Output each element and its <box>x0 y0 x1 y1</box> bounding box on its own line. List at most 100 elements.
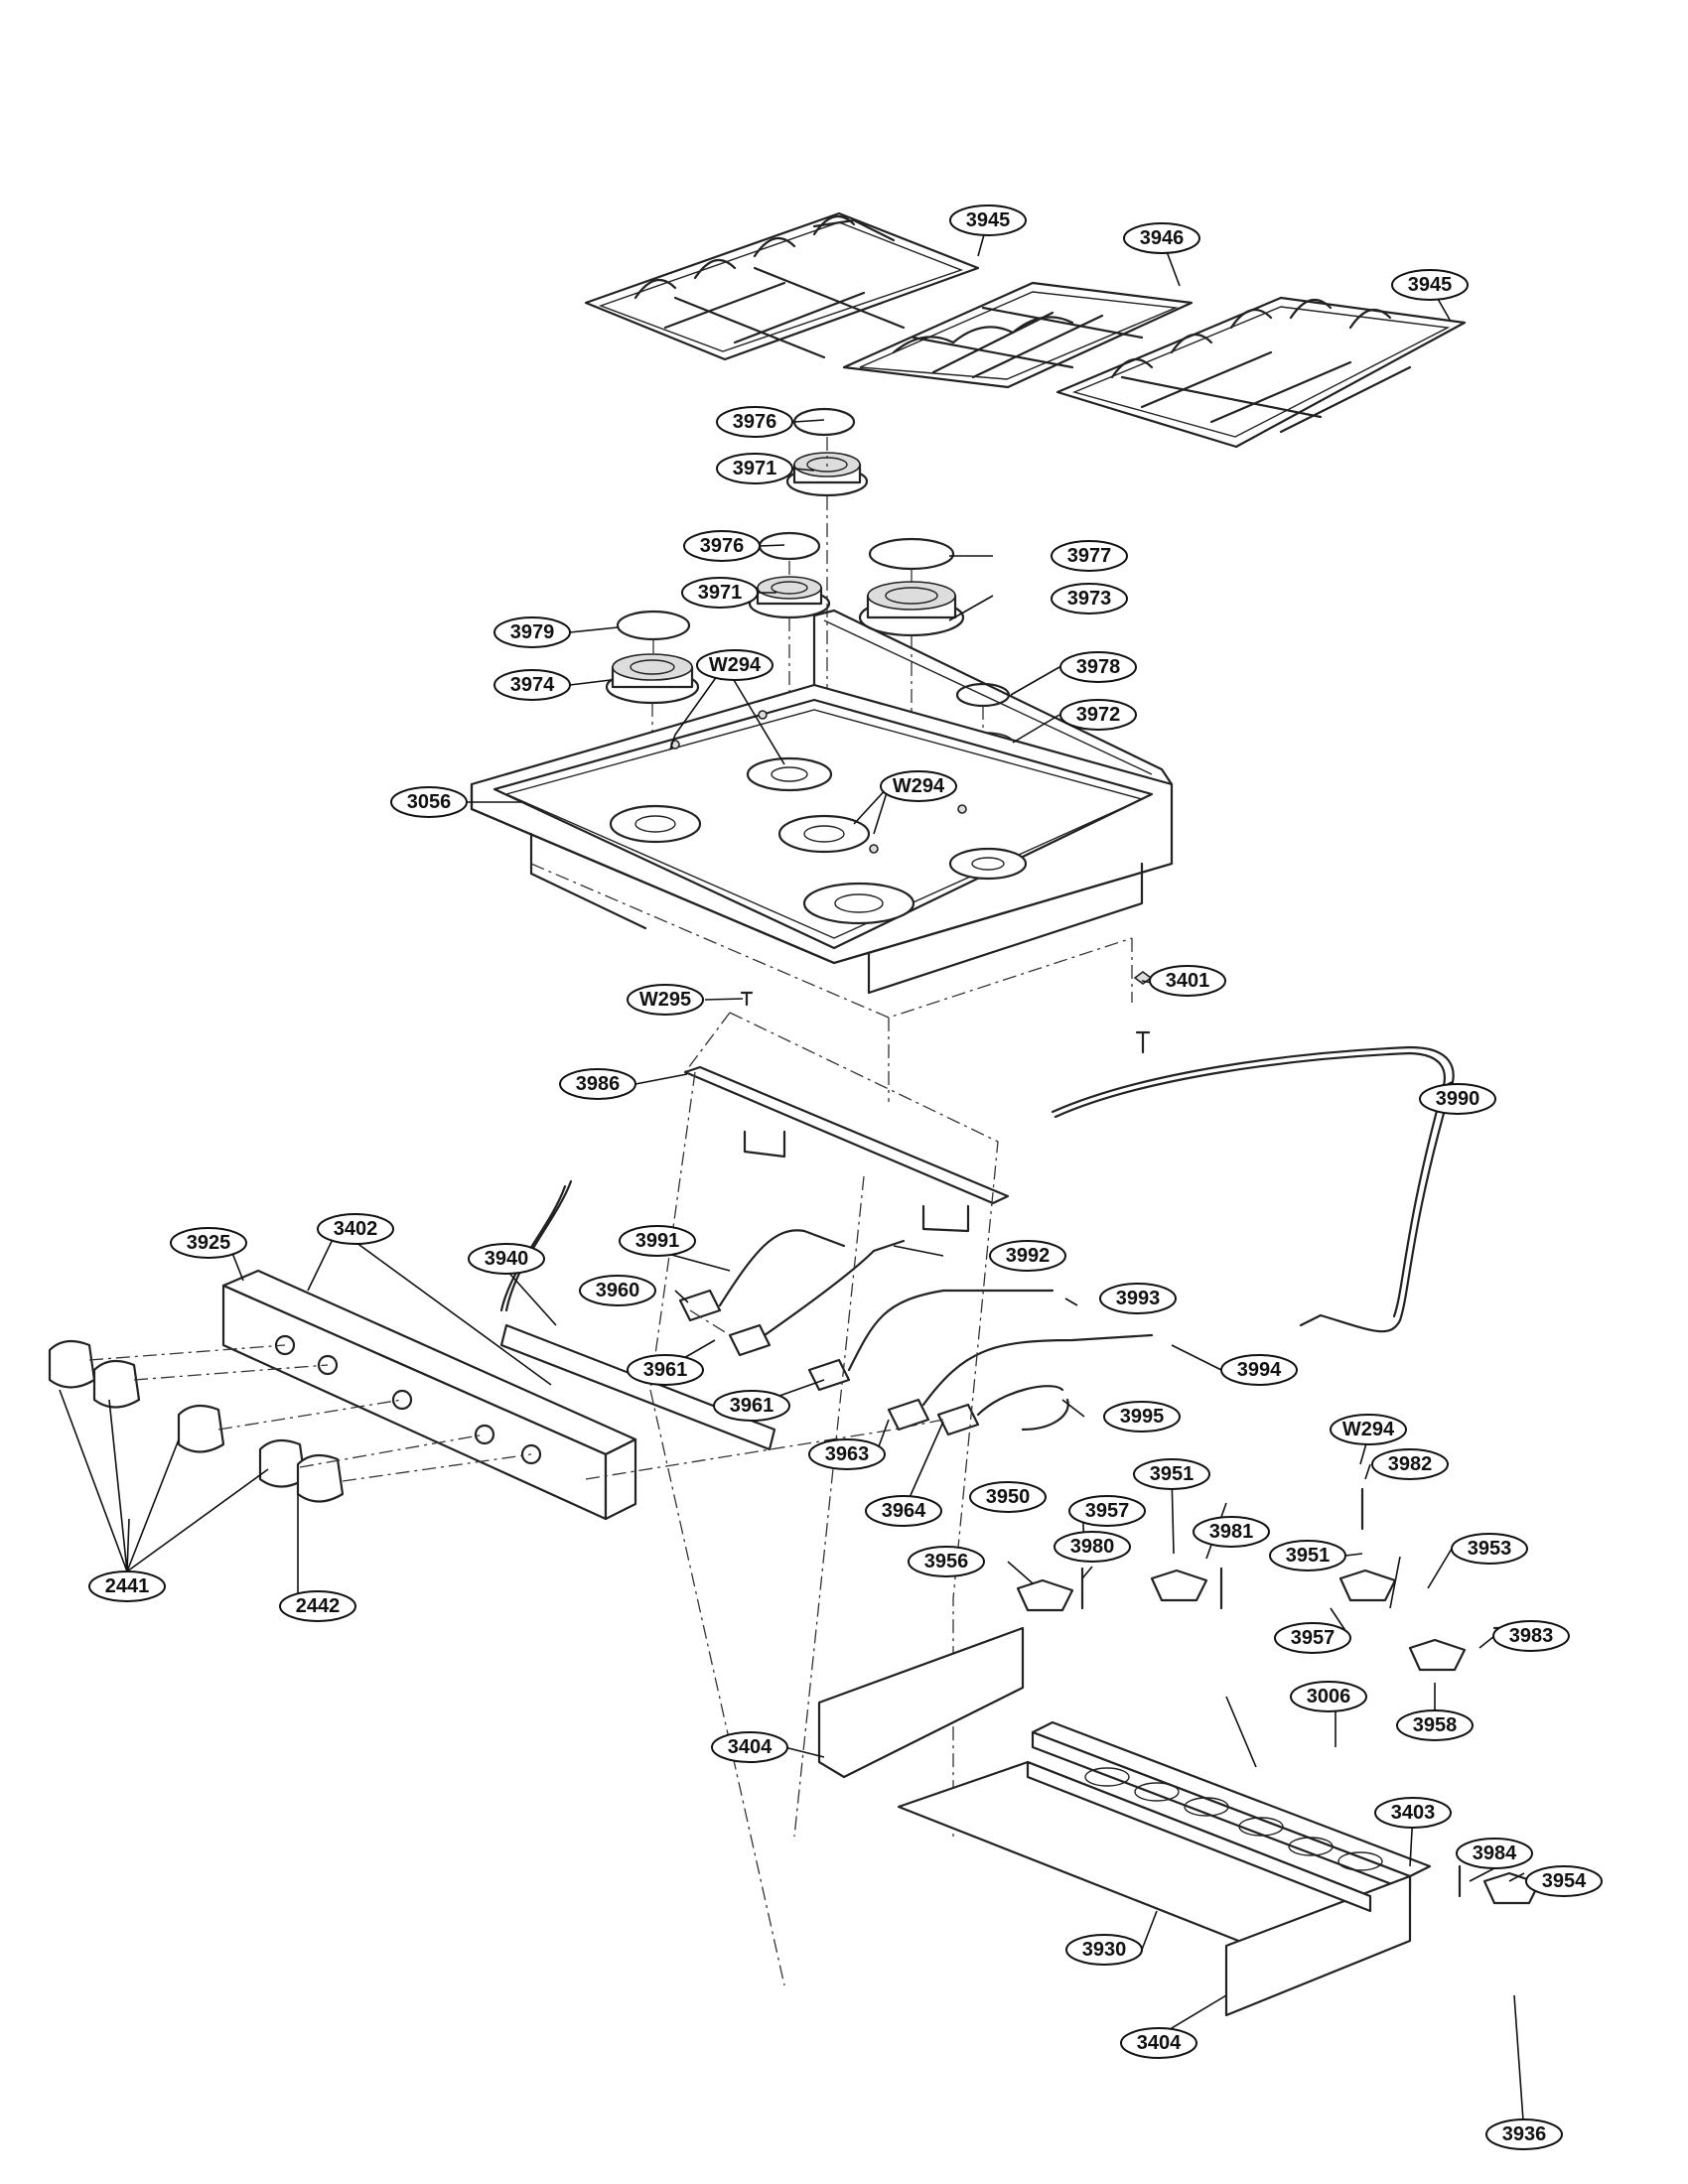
svg-text:3972: 3972 <box>1076 704 1121 726</box>
svg-text:3993: 3993 <box>1116 1288 1161 1309</box>
callout-w295: W295 <box>627 984 704 1016</box>
svg-text:3404: 3404 <box>1137 2032 1182 2054</box>
callout-3972: 3972 <box>1059 699 1137 731</box>
callout-3961-left: 3961 <box>627 1354 704 1386</box>
callout-3961-right: 3961 <box>713 1390 790 1422</box>
svg-text:3979: 3979 <box>510 621 555 643</box>
callout-3971-top: 3971 <box>716 453 793 484</box>
cooktop-main-top <box>470 609 1174 995</box>
burner-box-3403 <box>1031 1720 1432 1893</box>
svg-text:3401: 3401 <box>1166 970 1210 992</box>
svg-text:3990: 3990 <box>1436 1088 1480 1110</box>
callout-3006: 3006 <box>1290 1681 1367 1712</box>
svg-text:3402: 3402 <box>334 1218 378 1240</box>
grate-left <box>584 211 980 361</box>
svg-text:3957: 3957 <box>1085 1500 1130 1522</box>
callout-3974: 3974 <box>493 669 571 701</box>
svg-text:3940: 3940 <box>485 1248 529 1270</box>
callout-3951-upper: 3951 <box>1133 1458 1210 1490</box>
callout-2442: 2442 <box>279 1590 356 1622</box>
callout-3954: 3954 <box>1525 1865 1603 1897</box>
grate-right <box>1055 296 1467 449</box>
svg-text:3971: 3971 <box>733 458 777 479</box>
fastener-3401 <box>1133 971 1153 1054</box>
svg-text:3981: 3981 <box>1209 1521 1254 1543</box>
svg-text:3056: 3056 <box>407 791 452 813</box>
manifold-dashed-outline <box>649 1012 999 1986</box>
svg-text:3976: 3976 <box>700 535 745 557</box>
svg-text:3984: 3984 <box>1473 1843 1517 1864</box>
svg-text:3404: 3404 <box>728 1736 773 1758</box>
manifold-pipe-3940 <box>499 1179 776 1451</box>
svg-text:3971: 3971 <box>698 582 743 604</box>
knob-alignment-lines <box>88 1309 944 1482</box>
callout-3986: 3986 <box>559 1068 636 1100</box>
svg-text:3950: 3950 <box>986 1486 1031 1508</box>
svg-text:3980: 3980 <box>1070 1536 1115 1558</box>
svg-text:3930: 3930 <box>1082 1939 1127 1961</box>
callout-3977: 3977 <box>1051 540 1128 572</box>
callout-3957-upper: 3957 <box>1068 1495 1146 1527</box>
callout-3930: 3930 <box>1065 1934 1143 1966</box>
control-knobs <box>48 1339 345 1503</box>
svg-text:3982: 3982 <box>1388 1453 1433 1475</box>
svg-text:3951: 3951 <box>1150 1463 1195 1485</box>
bottom-panels <box>817 1626 1412 2017</box>
callout-3958: 3958 <box>1396 1709 1474 1741</box>
callout-3404-upper: 3404 <box>711 1731 788 1763</box>
svg-text:3954: 3954 <box>1542 1870 1587 1892</box>
grate-center <box>842 281 1194 389</box>
spark-module-parts <box>1016 1487 1541 1905</box>
svg-text:3961: 3961 <box>730 1395 774 1417</box>
callout-3994: 3994 <box>1220 1354 1298 1386</box>
callout-3984: 3984 <box>1456 1838 1533 1869</box>
callout-3963: 3963 <box>808 1438 886 1470</box>
burner-cap-3979 <box>616 610 691 641</box>
callout-3980: 3980 <box>1054 1531 1131 1563</box>
callout-3953: 3953 <box>1451 1533 1528 1565</box>
svg-text:3983: 3983 <box>1509 1625 1554 1647</box>
svg-text:3974: 3974 <box>510 674 555 696</box>
burner-3971-mid <box>748 576 831 619</box>
callout-3946: 3946 <box>1123 222 1200 254</box>
callout-3983: 3983 <box>1492 1620 1570 1652</box>
callout-3964: 3964 <box>865 1495 942 1527</box>
callout-3992: 3992 <box>989 1240 1066 1272</box>
svg-text:W295: W295 <box>639 989 691 1011</box>
callout-w294-lower: W294 <box>1330 1414 1407 1445</box>
callout-3971-mid: 3971 <box>681 577 759 609</box>
callout-3993: 3993 <box>1099 1283 1177 1314</box>
svg-text:3951: 3951 <box>1286 1545 1331 1567</box>
svg-text:W294: W294 <box>709 654 762 676</box>
callout-3979: 3979 <box>493 616 571 648</box>
callout-3982: 3982 <box>1371 1448 1449 1480</box>
svg-text:3976: 3976 <box>733 411 777 433</box>
callout-3936: 3936 <box>1485 2118 1563 2150</box>
callout-3976-top: 3976 <box>716 406 793 438</box>
svg-text:3991: 3991 <box>635 1230 680 1252</box>
svg-text:3403: 3403 <box>1391 1802 1436 1824</box>
svg-text:3936: 3936 <box>1502 2123 1547 2145</box>
svg-text:3961: 3961 <box>643 1359 688 1381</box>
svg-text:3956: 3956 <box>924 1551 969 1572</box>
cooktop-outline-dashed <box>530 863 1133 1102</box>
svg-text:3992: 3992 <box>1006 1245 1051 1267</box>
callout-3404-lower: 3404 <box>1120 2027 1197 2059</box>
callout-3956: 3956 <box>908 1546 985 1577</box>
callout-3991: 3991 <box>619 1225 696 1257</box>
svg-text:3958: 3958 <box>1413 1714 1458 1736</box>
callout-3990: 3990 <box>1419 1083 1496 1115</box>
callout-w294-mid: W294 <box>880 770 957 802</box>
callout-w294-upper: W294 <box>696 649 774 681</box>
callout-3973: 3973 <box>1051 583 1128 614</box>
callout-3981: 3981 <box>1193 1516 1270 1548</box>
svg-text:3957: 3957 <box>1291 1627 1336 1649</box>
svg-text:3945: 3945 <box>1408 274 1453 296</box>
callout-3950: 3950 <box>969 1481 1047 1513</box>
svg-text:2442: 2442 <box>296 1595 341 1617</box>
callout-3945-left: 3945 <box>949 205 1027 236</box>
svg-text:3960: 3960 <box>596 1280 640 1301</box>
svg-text:3963: 3963 <box>825 1443 870 1465</box>
svg-text:3978: 3978 <box>1076 656 1121 678</box>
